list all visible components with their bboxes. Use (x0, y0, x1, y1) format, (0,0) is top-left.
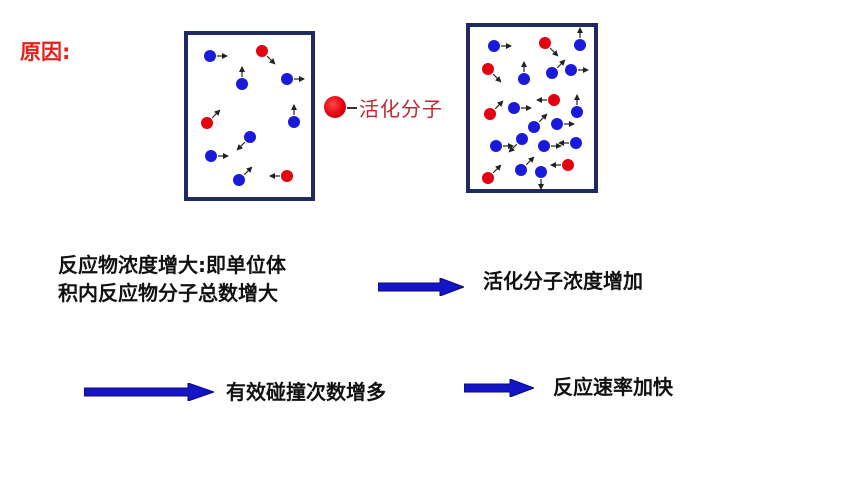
arrow-right-icon (378, 278, 464, 296)
activated-molecule (201, 109, 221, 129)
arrow-right-icon (84, 383, 214, 401)
molecule (281, 73, 305, 85)
molecule (535, 166, 547, 190)
molecule (558, 137, 582, 149)
activated-molecule-legend-icon (324, 96, 346, 118)
molecules-low-concentration (201, 45, 305, 186)
molecule (565, 64, 589, 76)
molecule (490, 140, 514, 152)
molecule (236, 66, 248, 90)
molecule (508, 133, 528, 153)
velocity-arrow-icon (211, 109, 221, 119)
molecule (574, 27, 586, 51)
molecule (546, 59, 566, 79)
molecule (515, 156, 535, 176)
legend-label-activated-molecule: 活化分子 (359, 97, 443, 121)
molecule (571, 94, 583, 118)
velocity-arrow-icon (508, 143, 518, 153)
result-reaction-rate: 反应速率加快 (553, 375, 673, 399)
activated-molecule (536, 94, 560, 106)
activated-molecule (256, 45, 276, 65)
result-activated-concentration: 活化分子浓度增加 (483, 269, 643, 293)
molecule (233, 166, 253, 186)
molecule (288, 104, 300, 128)
activated-molecule (482, 164, 502, 184)
velocity-arrow-icon (243, 166, 253, 176)
velocity-arrow-icon (492, 164, 502, 174)
cause-line-2: 积内反应物分子总数增大 (58, 281, 278, 305)
activated-molecule (539, 37, 559, 57)
molecules-high-concentration (482, 27, 589, 190)
velocity-arrow-icon (549, 47, 559, 57)
result-effective-collisions: 有效碰撞次数增多 (226, 380, 386, 404)
activated-molecule (269, 170, 293, 182)
molecule (205, 150, 229, 162)
legend-leader-line (347, 107, 357, 109)
molecule (518, 61, 530, 85)
molecule (236, 131, 256, 151)
activated-molecule (482, 63, 502, 83)
velocity-arrow-icon (494, 100, 504, 110)
velocity-arrow-icon (236, 141, 246, 151)
container-low-concentration (184, 31, 315, 201)
molecule (528, 113, 548, 133)
molecule (551, 118, 575, 130)
activated-molecule (550, 159, 574, 171)
container-high-concentration (466, 23, 598, 193)
molecule (538, 140, 562, 152)
molecule (204, 50, 228, 62)
arrow-right-icon (464, 379, 534, 397)
molecule (488, 40, 512, 52)
activated-molecule (484, 100, 504, 120)
cause-statement: 反应物浓度增大:即单位体 积内反应物分子总数增大 (58, 251, 286, 307)
velocity-arrow-icon (538, 113, 548, 123)
velocity-arrow-icon (492, 73, 502, 83)
velocity-arrow-icon (266, 55, 276, 65)
velocity-arrow-icon (525, 156, 535, 166)
molecule (508, 102, 532, 114)
heading-reason: 原因: (20, 40, 71, 64)
cause-line-1: 反应物浓度增大:即单位体 (58, 253, 286, 277)
velocity-arrow-icon (556, 59, 566, 69)
